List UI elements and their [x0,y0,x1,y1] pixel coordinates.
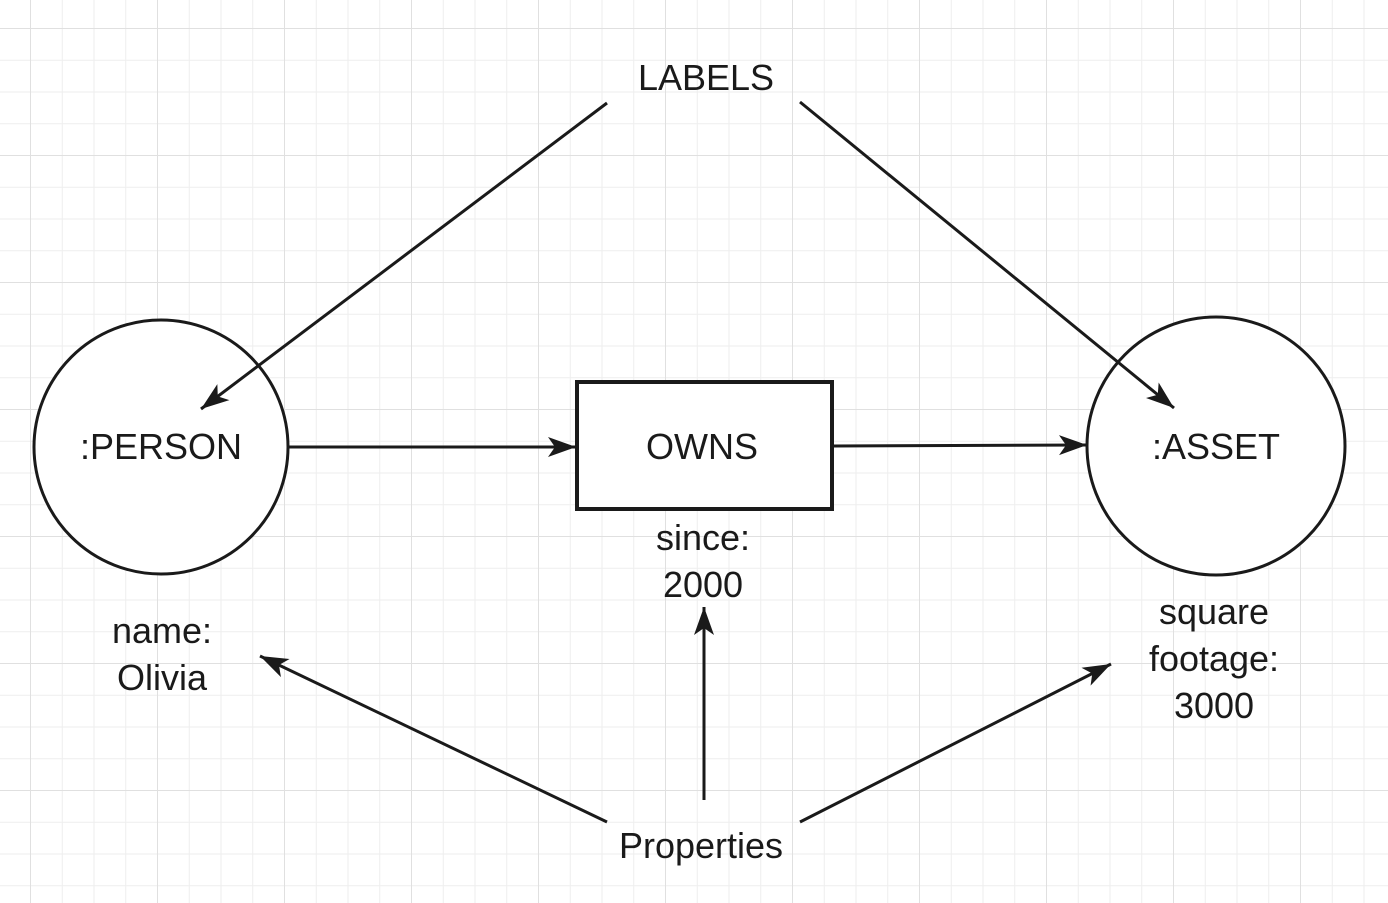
owns-relationship-box [575,380,834,511]
asset-property-line: square [1158,591,1270,632]
asset-property-text: square footage: 3000 [1104,588,1324,729]
properties-annotation: Properties [618,825,784,866]
person-node-label: :PERSON [79,426,243,467]
arrow-properties-to-asset-property [799,662,1112,824]
owns-relationship-label: OWNS [646,426,758,467]
owns-property-line: since: [655,517,751,558]
person-node-circle [32,318,290,576]
person-property-text: name: Olivia [62,607,262,701]
arrow-properties-to-person-property [259,654,608,824]
asset-property-line: footage: [1148,638,1280,679]
arrow-labels-to-person [200,101,608,411]
owns-property-text: since: 2000 [603,514,803,608]
arrow-owns-to-asset [832,435,1088,456]
person-property-line: Olivia [116,657,208,698]
labels-annotation: LABELS [637,57,775,98]
asset-property-line: 3000 [1173,685,1255,726]
asset-node-label: :ASSET [1151,426,1281,467]
person-property-line: name: [111,610,213,651]
owns-property-line: 2000 [662,564,744,605]
arrow-labels-to-asset [799,100,1175,410]
